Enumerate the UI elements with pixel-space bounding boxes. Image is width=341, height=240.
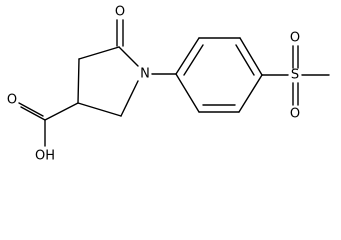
bond-n-c2 — [118, 46, 139, 67]
atom-label-sulfur: S — [291, 68, 299, 83]
atom-label-sulfonyl-oxygen-bottom: O — [290, 107, 300, 122]
atom-label-ring-nitrogen: N — [140, 67, 150, 82]
bond-ar-6 — [175, 73, 200, 113]
bond-c4-c5 — [77, 102, 122, 117]
pyrrolidinone-ring — [77, 46, 139, 117]
atom-label-acid-hydroxyl: OH — [35, 149, 55, 164]
atom-label-acid-oxygen: O — [7, 93, 17, 108]
bond-ar-4 — [238, 74, 263, 113]
bond-c5-n — [120, 80, 139, 117]
benzene-ring — [175, 37, 263, 113]
bond-c-o-a — [20, 106, 46, 121]
bond-ar-3-inner — [235, 44, 255, 76]
atom-label-sulfonyl-oxygen-top: O — [290, 31, 300, 46]
bond-c4-cooh — [44, 102, 79, 121]
methylsulfonyl-group — [261, 45, 330, 106]
bond-ar-3 — [239, 37, 263, 76]
lactam-carbonyl — [116, 19, 124, 47]
chemical-structure: O N O OH S O O — [7, 5, 330, 164]
carboxylic-acid — [18, 102, 79, 147]
bond-c2-c3 — [78, 46, 120, 60]
bond-c-o-b — [18, 102, 44, 117]
bond-c3-c4 — [77, 58, 80, 104]
bond-ar-1-inner — [183, 44, 204, 76]
atom-label-carbonyl-oxygen: O — [115, 5, 125, 20]
bond-ar-1 — [175, 37, 200, 75]
